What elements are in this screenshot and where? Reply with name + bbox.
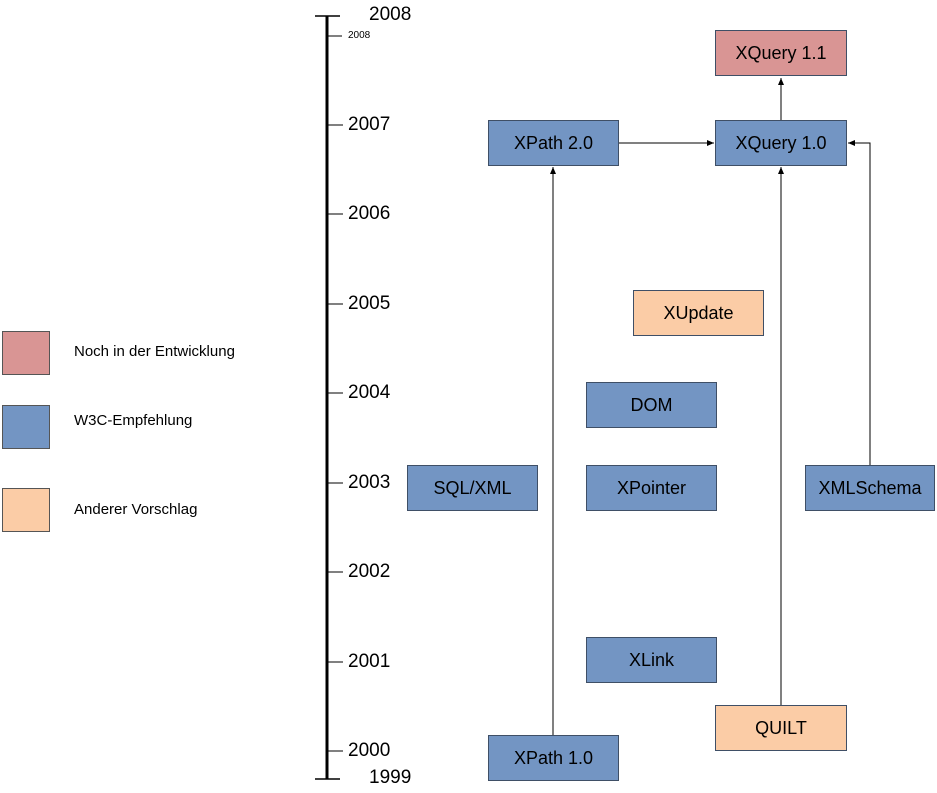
legend-label-w3c-recommendation: W3C-Empfehlung [74, 412, 193, 429]
legend-swatch-in-development [2, 331, 50, 375]
year-label-2008-small: 2008 [348, 30, 371, 41]
year-label-2008-top: 2008 [369, 4, 412, 25]
node-xpointer: XPointer [586, 465, 717, 511]
year-label-2000: 2000 [348, 740, 391, 761]
legend-label-other-proposal: Anderer Vorschlag [74, 501, 198, 518]
year-label-2005: 2005 [348, 293, 391, 314]
node-xpath-2-0: XPath 2.0 [488, 120, 619, 166]
edge-xmlschema-xquery10 [848, 140, 871, 466]
node-xmlschema: XMLSchema [805, 465, 935, 511]
legend-swatch-w3c-recommendation [2, 405, 50, 449]
year-label-2006: 2006 [348, 203, 391, 224]
node-quilt: QUILT [715, 705, 847, 751]
year-label-2004: 2004 [348, 382, 391, 403]
node-sql-xml: SQL/XML [407, 465, 538, 511]
node-xquery-1-0: XQuery 1.0 [715, 120, 847, 166]
legend-label-in-development: Noch in der Entwicklung [74, 343, 235, 360]
year-label-2007: 2007 [348, 114, 391, 135]
year-label-2001: 2001 [348, 651, 391, 672]
node-dom: DOM [586, 382, 717, 428]
node-xpath-1-0: XPath 1.0 [488, 735, 619, 781]
node-xupdate: XUpdate [633, 290, 764, 336]
legend-swatch-other-proposal [2, 488, 50, 532]
year-label-2002: 2002 [348, 561, 391, 582]
node-xquery-1-1: XQuery 1.1 [715, 30, 847, 76]
node-xlink: XLink [586, 637, 717, 683]
year-label-2003: 2003 [348, 472, 391, 493]
year-label-1999-bottom: 1999 [369, 767, 412, 788]
